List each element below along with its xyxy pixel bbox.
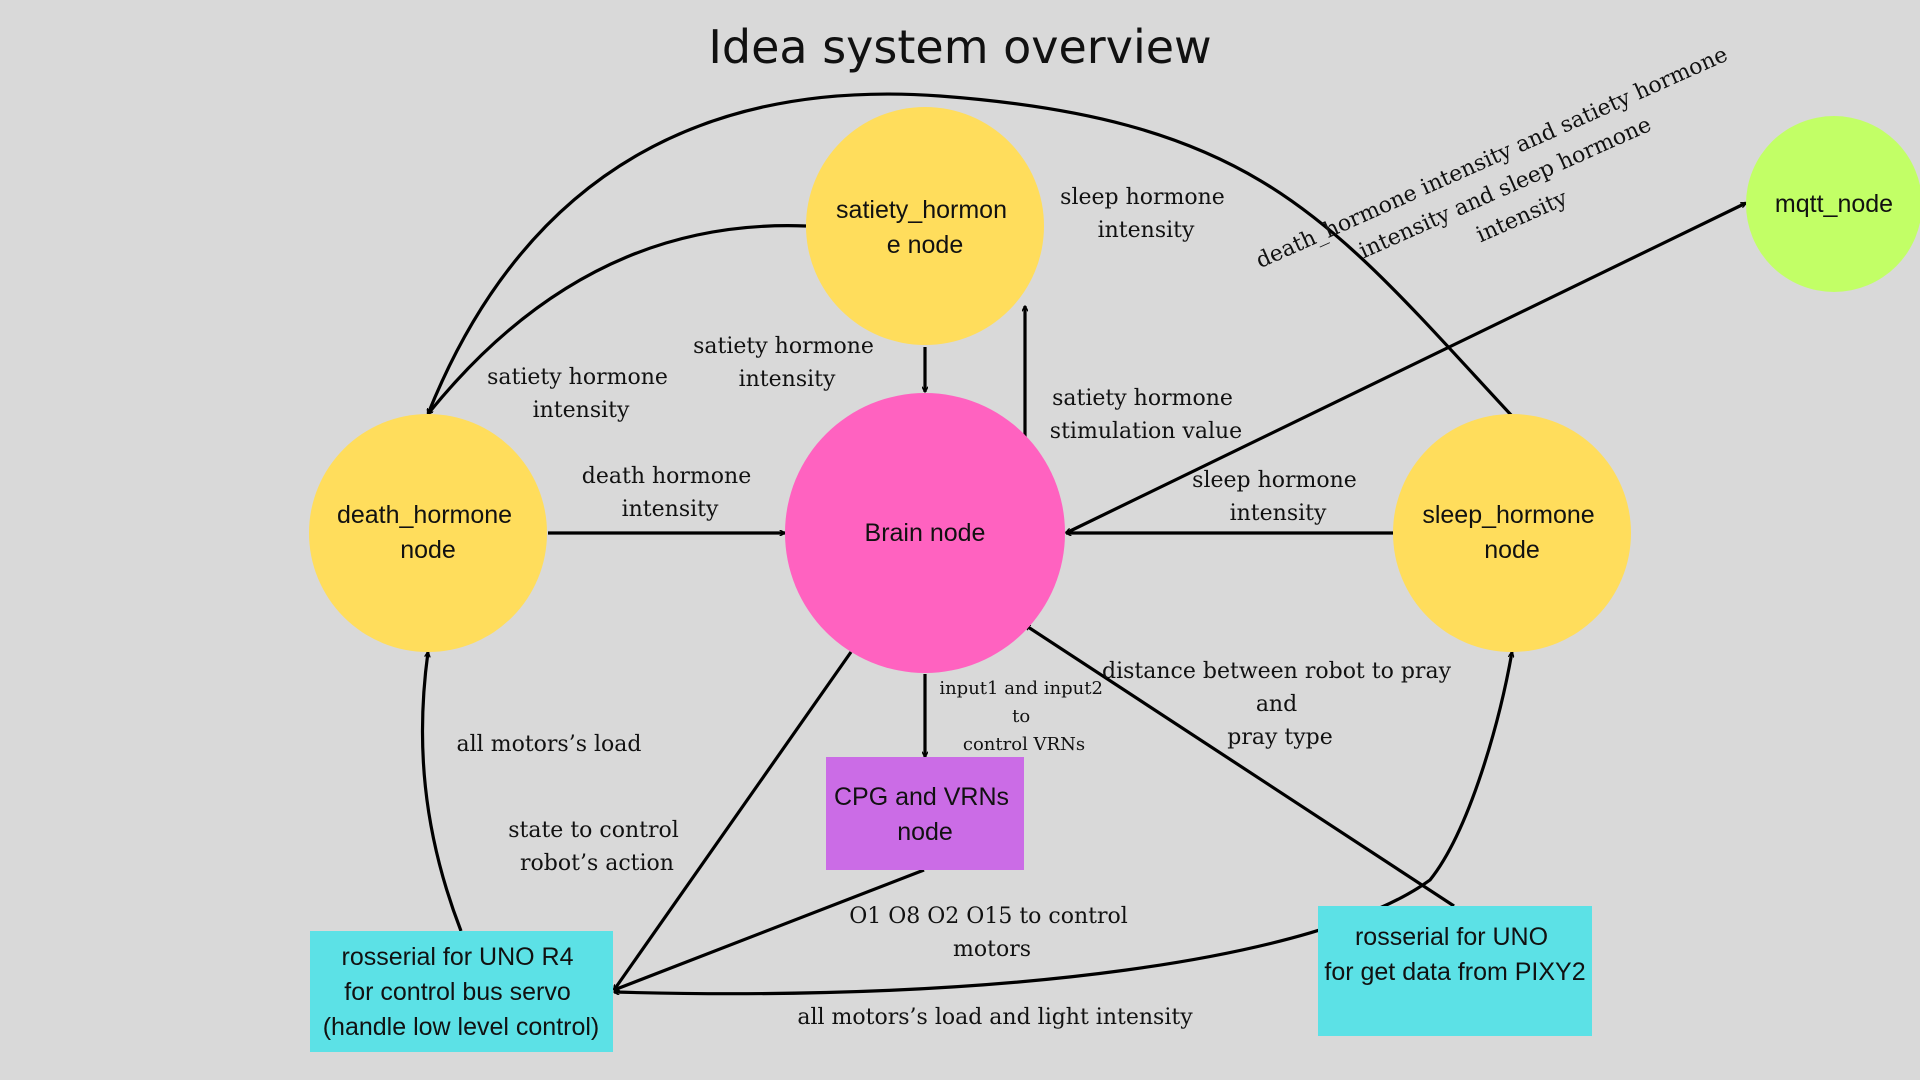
- rosserial-r4-label-line: (handle low level control): [323, 1013, 600, 1041]
- label-r4-to-sleep: all motors’s load and light intensity: [797, 1005, 1193, 1030]
- label-line: input1 and input2: [939, 678, 1103, 699]
- satiety-hormone-node[interactable]: [806, 107, 1044, 345]
- cpg-vrns-node[interactable]: [826, 757, 1024, 870]
- label-brain-to-satiety: satiety hormone stimulation value: [1050, 386, 1242, 444]
- mqtt-node-label: mqtt_node: [1775, 190, 1893, 218]
- label-line: satiety hormone: [1052, 386, 1233, 411]
- label-line: intensity: [739, 367, 836, 392]
- label-line: sleep hormone: [1060, 185, 1225, 210]
- label-to-mqtt: death_hormone intensity and satiety horm…: [1252, 39, 1764, 334]
- satiety-node-label: satiety_hormon e node: [836, 196, 1014, 259]
- mqtt-node[interactable]: [1746, 116, 1920, 292]
- label-line: all motors’s load and light intensity: [797, 1005, 1193, 1030]
- sleep-node-label: sleep_hormone node: [1422, 501, 1601, 564]
- diagram-title: Idea system overview: [708, 20, 1211, 74]
- edge-satiety-to-death: [428, 224, 807, 414]
- label-satiety-to-death: satiety hormone intensity: [487, 365, 675, 423]
- death-node-label-line: node: [400, 536, 456, 564]
- label-line: motors: [953, 937, 1031, 962]
- sleep-hormone-node[interactable]: [1393, 414, 1631, 652]
- label-r4-to-death: all motors’s load: [457, 732, 642, 757]
- label-line: robot’s action: [520, 851, 674, 876]
- label-line: death hormone: [582, 464, 751, 489]
- label-line: intensity: [533, 398, 630, 423]
- rosserial-uno-r4-node[interactable]: [310, 931, 613, 1052]
- label-line: satiety hormone: [487, 365, 668, 390]
- rosserial-uno-pixy-node[interactable]: [1318, 906, 1592, 1036]
- rosserial-pixy-label-line: rosserial for UNO: [1355, 923, 1548, 951]
- brain-node-label-line: Brain node: [865, 519, 986, 547]
- satiety-node-label-line: e node: [887, 231, 963, 259]
- rosserial-r4-label: rosserial for UNO R4 for control bus ser…: [323, 943, 600, 1041]
- sleep-node-label-line: sleep_hormone: [1422, 501, 1594, 529]
- label-line: O1 O8 O2 O15 to control: [849, 904, 1128, 929]
- death-node-label-line: death_hormone: [337, 501, 512, 529]
- cpg-node-label-line: node: [897, 818, 953, 846]
- death-node-label: death_hormone node: [337, 501, 519, 564]
- brain-node[interactable]: [785, 393, 1065, 673]
- rosserial-r4-label-line: rosserial for UNO R4: [342, 943, 574, 971]
- sleep-node-label-line: node: [1484, 536, 1540, 564]
- rosserial-pixy-label: rosserial for UNO for get data from PIXY…: [1324, 923, 1585, 986]
- label-line: and: [1256, 692, 1297, 717]
- rosserial-pixy-label-line: for get data from PIXY2: [1324, 958, 1585, 986]
- brain-node-label: Brain node: [865, 519, 986, 547]
- label-line: distance between robot to pray: [1102, 659, 1452, 684]
- label-line: to: [1012, 706, 1030, 727]
- label-sleep-to-brain: sleep hormone intensity: [1192, 468, 1364, 526]
- rosserial-r4-label-line: for control bus servo: [344, 978, 571, 1006]
- label-line: satiety hormone: [693, 334, 874, 359]
- label-line: pray type: [1227, 725, 1333, 750]
- label-sleep-to-satiety: sleep hormone intensity: [1060, 185, 1232, 243]
- edge-r4-to-death: [420, 652, 463, 932]
- edge-cpg-to-r4: [614, 868, 925, 990]
- label-brain-to-cpg: input1 and input2 to control VRNs: [939, 678, 1108, 755]
- label-line: intensity: [622, 497, 719, 522]
- label-line: control VRNs: [963, 734, 1085, 755]
- cpg-node-label: CPG and VRNs node: [834, 783, 1016, 846]
- death-hormone-node[interactable]: [309, 414, 547, 652]
- nodes: satiety_hormon e node death_hormone node…: [309, 107, 1920, 1052]
- mqtt-node-label-line: mqtt_node: [1775, 190, 1893, 218]
- label-line: all motors’s load: [457, 732, 642, 757]
- edge-brain-to-mqtt: [1066, 201, 1746, 535]
- label-brain-to-r4: state to control robot’s action: [508, 818, 686, 876]
- label-line: stimulation value: [1050, 419, 1242, 444]
- label-death-to-brain: death hormone intensity: [582, 464, 758, 522]
- cpg-node-label-line: CPG and VRNs: [834, 783, 1009, 811]
- label-satiety-to-brain: satiety hormone intensity: [693, 334, 881, 392]
- label-line: state to control: [508, 818, 679, 843]
- label-line: intensity: [1098, 218, 1195, 243]
- label-pixy-to-brain: distance between robot to pray and pray …: [1102, 659, 1458, 750]
- label-cpg-to-r4: O1 O8 O2 O15 to control motors: [849, 904, 1135, 962]
- label-line: sleep hormone: [1192, 468, 1357, 493]
- satiety-node-label-line: satiety_hormon: [836, 196, 1007, 224]
- label-line: intensity: [1230, 501, 1327, 526]
